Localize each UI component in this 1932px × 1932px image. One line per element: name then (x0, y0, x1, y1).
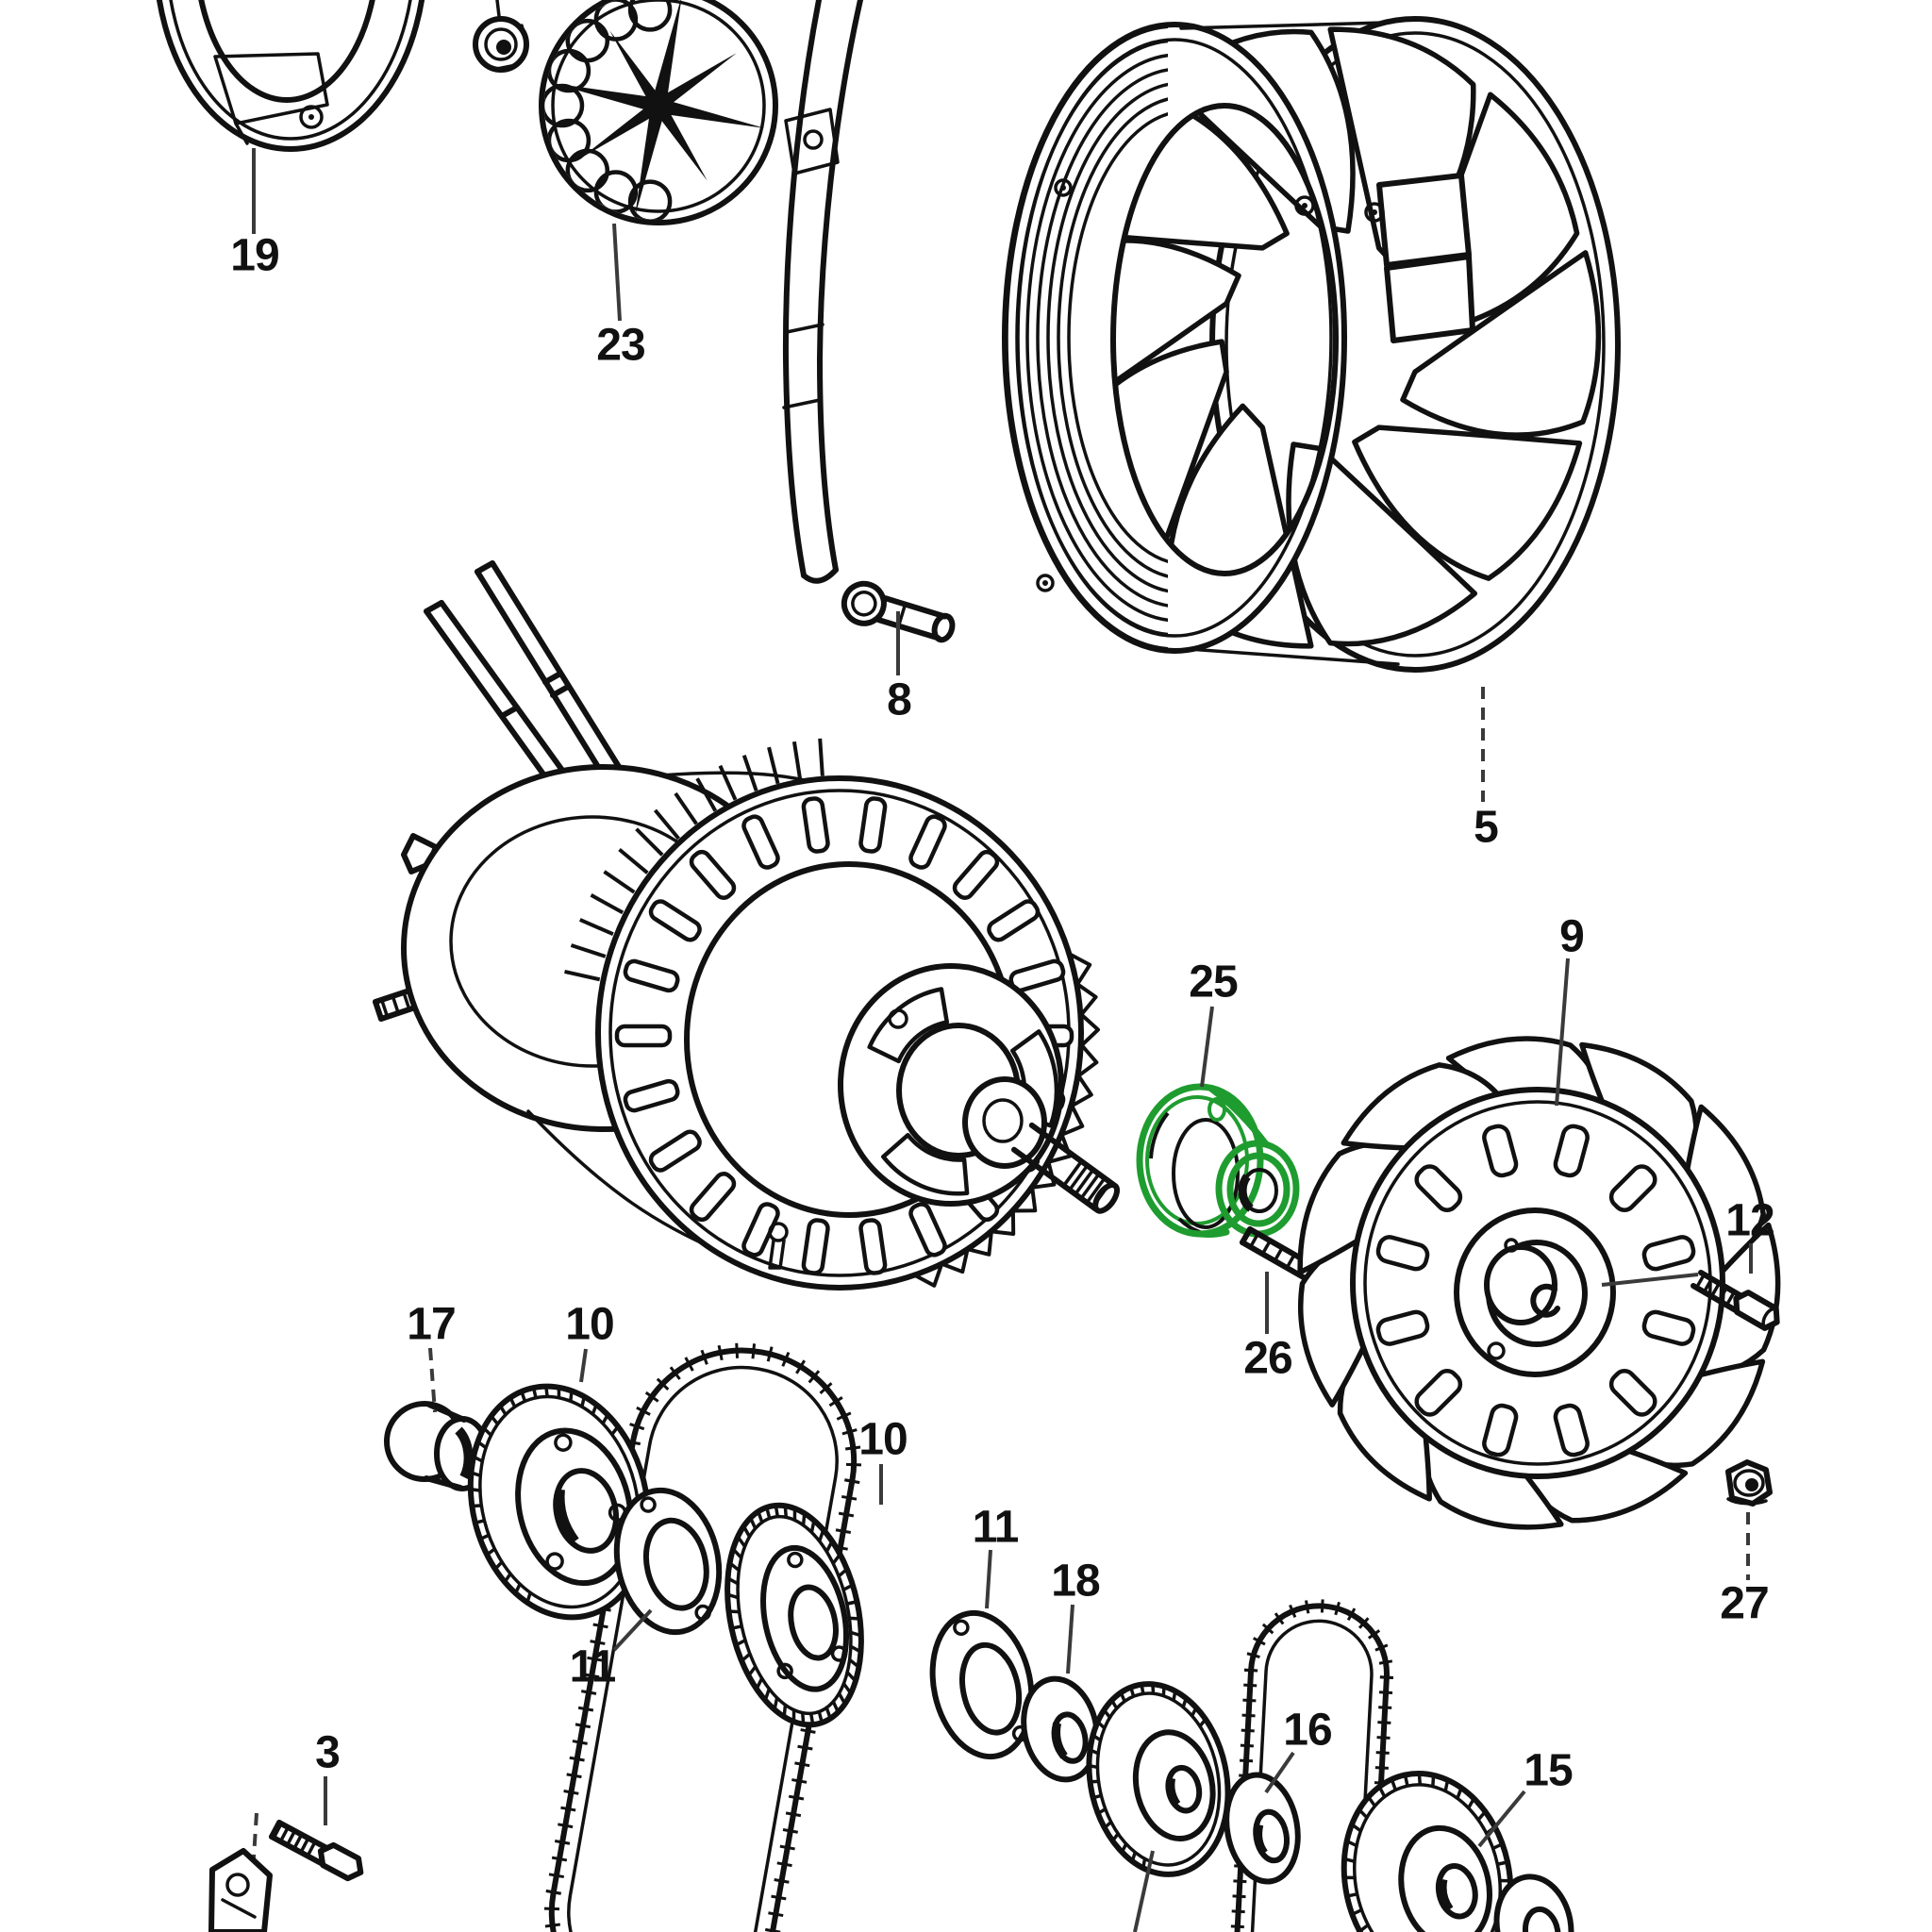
part-label-8: 8 (887, 675, 912, 725)
part-label-23: 23 (596, 320, 645, 371)
fan-drum-part5 (1002, 16, 1621, 673)
pulley-part15 (1341, 1770, 1514, 1932)
bolt-part12 (1690, 1270, 1780, 1331)
washer-part11-front (613, 1487, 723, 1636)
part-label-25: 25 (1189, 957, 1238, 1008)
part-label-11-a: 11 (569, 1641, 617, 1692)
alternator-shaft (1011, 1122, 1121, 1214)
leader-lines (252, 148, 1753, 1932)
part-label-19: 19 (230, 230, 279, 281)
pulley-half-part10-rear (724, 1502, 864, 1728)
star-spikes (552, 0, 765, 217)
washer-bottom-right (1493, 1874, 1574, 1932)
washer-part11-rear (929, 1609, 1035, 1760)
fan-wheel-part9 (1297, 1036, 1781, 1530)
part-label-9: 9 (1559, 911, 1585, 962)
part-label-5: 5 (1474, 802, 1499, 853)
part-label-17: 17 (407, 1299, 456, 1350)
hub-spacer-part25-highlighted (1136, 1083, 1300, 1238)
pulley-disc-bottom-center (1086, 1681, 1231, 1877)
cover-ring-part19 (156, 0, 425, 152)
part-label-11-b: 11 (972, 1502, 1020, 1553)
part-label-10-a: 10 (565, 1299, 614, 1350)
bracket-bottom-left (208, 1812, 273, 1932)
washer-part18 (1021, 1675, 1100, 1783)
part-label-15: 15 (1524, 1745, 1573, 1796)
part-label-27: 27 (1720, 1578, 1769, 1629)
part-label-18: 18 (1051, 1556, 1100, 1607)
part-label-16: 16 (1283, 1705, 1332, 1756)
belt-guard-strap (782, 0, 863, 584)
pulley-half-part10-front (467, 1383, 652, 1621)
part-label-3: 3 (315, 1727, 341, 1778)
alternator (373, 560, 1121, 1291)
bolt-part3 (269, 1820, 364, 1882)
part-label-10-b: 10 (858, 1414, 908, 1465)
fan-disc-part23 (539, 0, 778, 225)
washer-part16 (1224, 1772, 1301, 1885)
hex-nut-top (473, 0, 529, 73)
part-label-12: 12 (1725, 1195, 1774, 1246)
nut-part27 (1725, 1459, 1773, 1507)
part-label-26: 26 (1243, 1333, 1292, 1384)
